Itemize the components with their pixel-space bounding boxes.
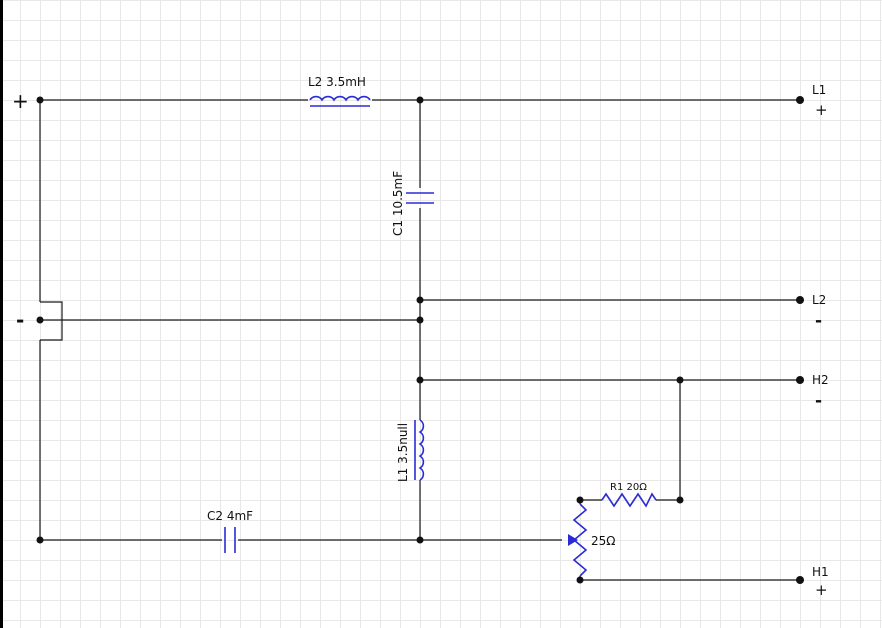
terminal-l1-polarity: + <box>815 101 828 119</box>
terminal-h2-polarity: - <box>815 391 822 411</box>
wires <box>39 99 800 581</box>
junction-dot <box>36 316 44 324</box>
terminal-h1-polarity: + <box>815 581 828 599</box>
junction-dot <box>416 536 424 544</box>
potentiometer-label: 25Ω <box>591 534 615 548</box>
terminal-l2[interactable] <box>796 296 804 304</box>
junction-dot <box>416 96 424 104</box>
junction-dot <box>36 536 44 544</box>
junction-dot <box>416 296 424 304</box>
junction-dot <box>576 576 584 584</box>
inductor-l1[interactable] <box>414 419 425 481</box>
junctions <box>36 96 684 584</box>
inductor-l2-label: L2 3.5mH <box>308 75 366 89</box>
junction-dot <box>676 496 684 504</box>
junction-dot <box>416 316 424 324</box>
junction-dot <box>36 96 44 104</box>
capacitor-c2-label: C2 4mF <box>207 509 253 523</box>
inductor-l2[interactable] <box>309 95 371 107</box>
terminal-l1[interactable] <box>796 96 804 104</box>
terminal-h2-name: H2 <box>812 373 829 387</box>
terminal-h2[interactable] <box>796 376 804 384</box>
junction-dot <box>416 376 424 384</box>
inductor-l1-label: L1 3.5null <box>396 423 410 482</box>
junction-dot <box>676 376 684 384</box>
terminal-h1-name: H1 <box>812 565 829 579</box>
potentiometer[interactable] <box>568 503 588 577</box>
wire-input-jack <box>40 301 63 341</box>
capacitor-c1-label: C1 10.5mF <box>391 171 405 236</box>
input-minus-sign: - <box>16 308 24 332</box>
terminal-l1-name: L1 <box>812 83 826 97</box>
terminal-l2-polarity: - <box>815 311 822 331</box>
capacitor-c2[interactable] <box>224 527 236 553</box>
terminal-l2-name: L2 <box>812 293 826 307</box>
junction-dot <box>576 496 584 504</box>
terminal-h1[interactable] <box>796 576 804 584</box>
input-plus-sign: + <box>12 89 29 113</box>
capacitor-c1[interactable] <box>406 192 434 204</box>
resistor-r1-label: R1 20Ω <box>610 482 647 493</box>
resistor-r1[interactable] <box>601 492 657 508</box>
